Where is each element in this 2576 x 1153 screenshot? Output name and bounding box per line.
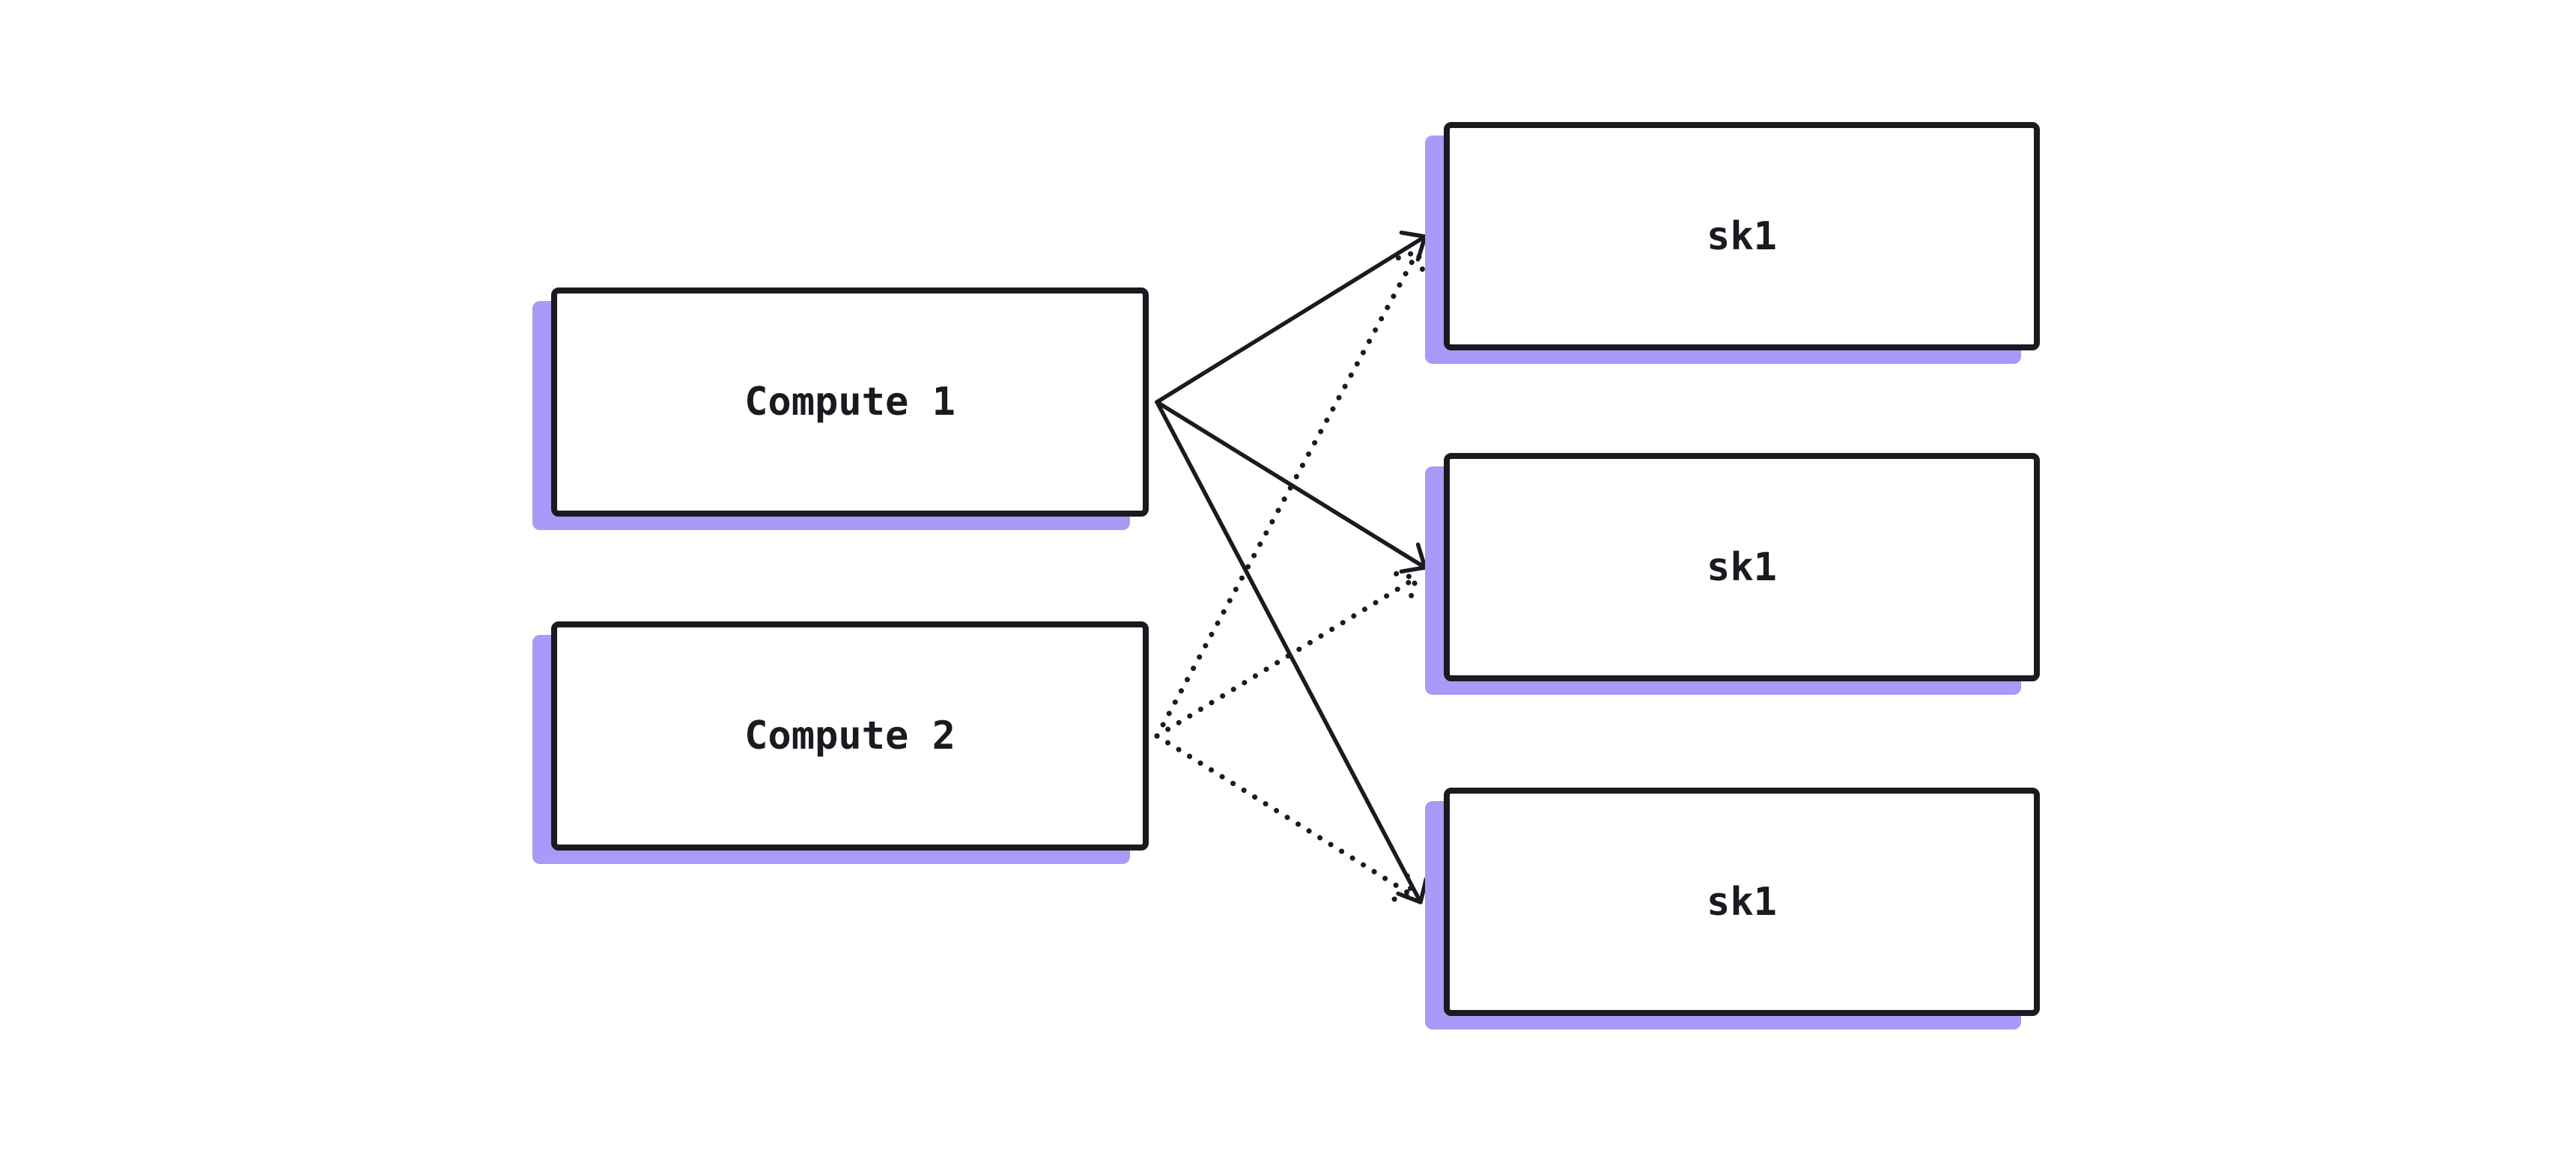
- node-compute-1-label: Compute 1: [744, 380, 956, 425]
- node-sk1-top[interactable]: sk1: [1444, 122, 2040, 350]
- node-sk1-bottom[interactable]: sk1: [1444, 788, 2040, 1016]
- node-sk1-top-label: sk1: [1707, 213, 1777, 259]
- node-sk1-bottom-label: sk1: [1707, 879, 1777, 925]
- node-sk1-middle[interactable]: sk1: [1444, 453, 2040, 681]
- node-compute-1[interactable]: Compute 1: [551, 288, 1149, 517]
- node-compute-2-label: Compute 2: [744, 714, 956, 758]
- node-compute-2[interactable]: Compute 2: [551, 621, 1149, 851]
- node-sk1-middle-label: sk1: [1707, 544, 1777, 590]
